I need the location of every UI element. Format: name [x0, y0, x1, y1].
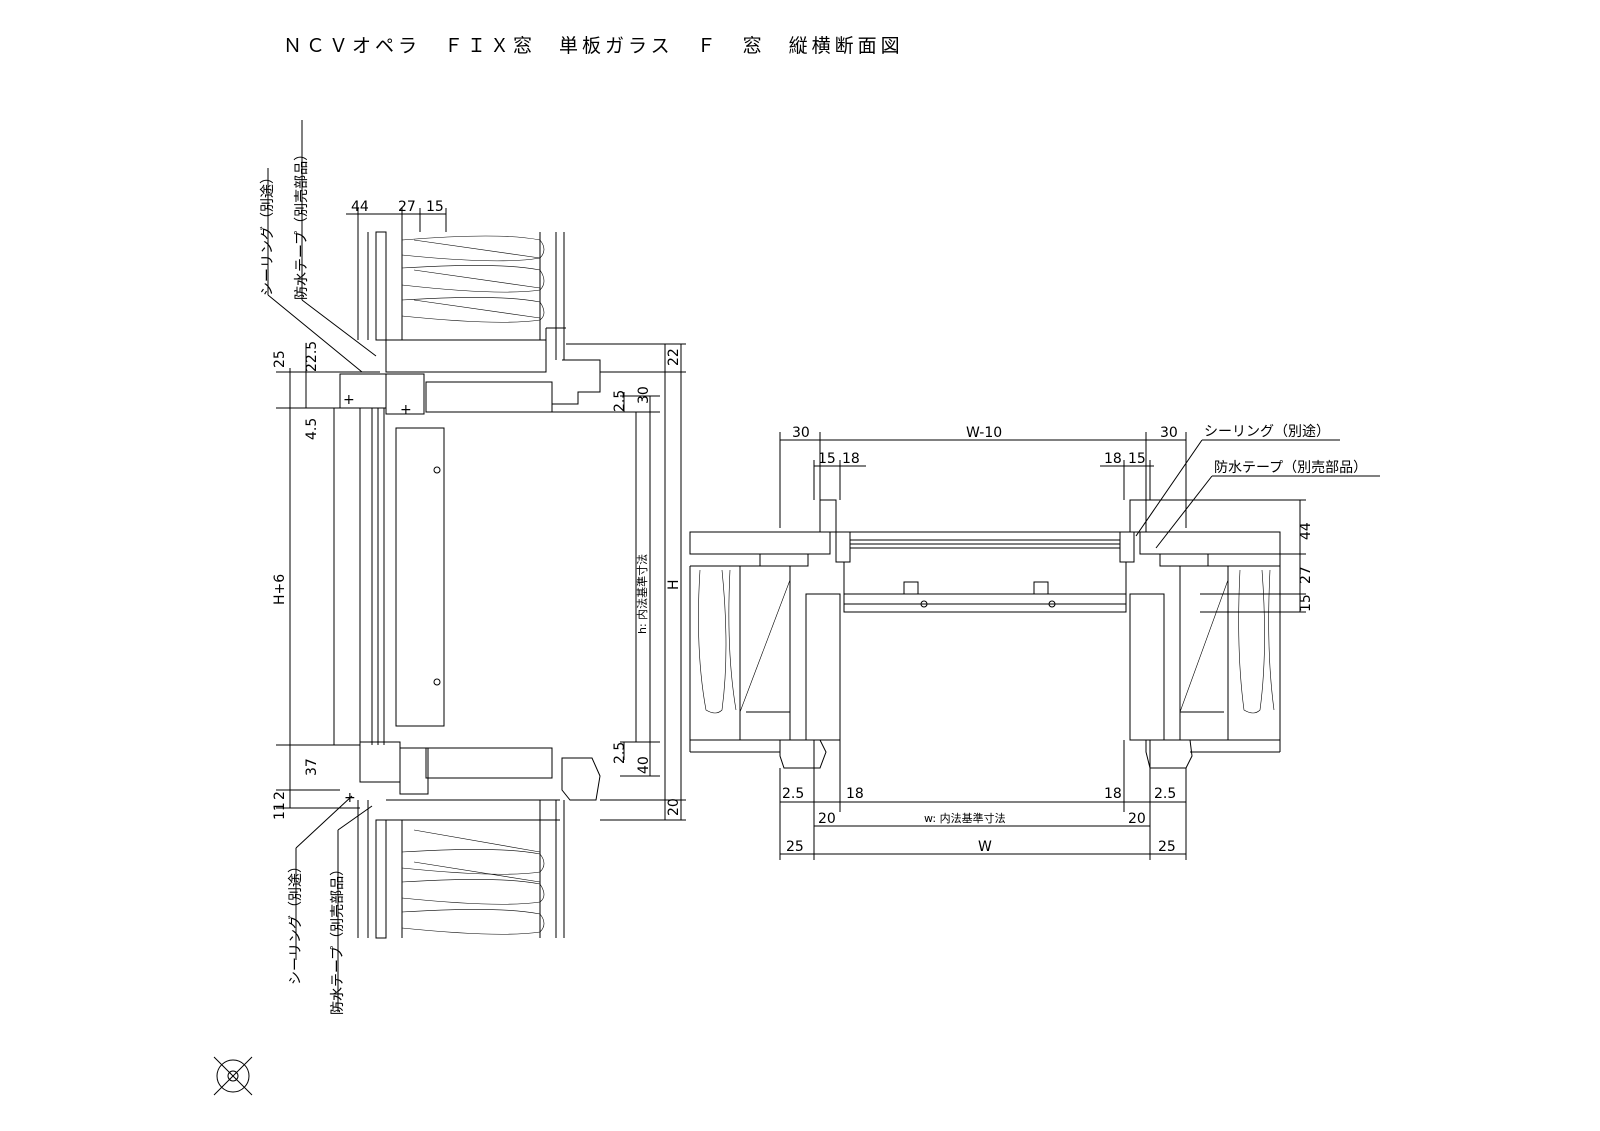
dim-h-bottom-18-left: 18 [846, 786, 864, 802]
dim-left-22-5: 22.5 [304, 341, 320, 372]
sealing-label-right: シーリング（別途） [1204, 423, 1330, 440]
dim-left-4-5: 4.5 [304, 418, 320, 440]
tape-label-bottom: 防水テープ（別売部品） [330, 862, 346, 1015]
tape-label-top: 防水テープ（別売部品） [294, 147, 310, 300]
dim-h-bottom-w: W [978, 839, 992, 855]
north-compass-icon [213, 1056, 253, 1096]
vertical-section-dimensions: 44 27 15 25 22.5 4.5 H+6 2 37 11 22 2.5 … [259, 147, 682, 1015]
dim-right-20: 20 [666, 798, 682, 816]
dim-h-top-30-left: 30 [792, 425, 810, 441]
dim-h-bottom-20-right: 20 [1128, 811, 1146, 827]
dim-h-right-27: 27 [1298, 566, 1314, 584]
tape-label-right: 防水テープ（別売部品） [1214, 460, 1367, 476]
sealing-label-bottom: シーリング（別途） [287, 859, 304, 985]
dim-h-bottom-25-right: 25 [1158, 839, 1176, 855]
dim-top-27: 27 [398, 199, 416, 215]
dim-h-top-w-minus-10: W-10 [966, 425, 1002, 441]
horizontal-section-dimensions: 30 W-10 30 15 18 18 15 44 27 15 2.5 18 1… [782, 423, 1367, 855]
dim-top-44: 44 [351, 199, 369, 215]
svg-text:+: + [343, 392, 355, 408]
dim-right-h: H [666, 579, 682, 590]
drawing-title: ＮＣＶオペラ ＦＩＸ窓 単板ガラス Ｆ 窓 縦横断面図 [283, 35, 904, 57]
sealing-label-top: シーリング（別途） [259, 170, 276, 296]
dim-right-30: 30 [636, 386, 652, 404]
dim-h-right-44: 44 [1298, 522, 1314, 540]
dim-right-40: 40 [636, 756, 652, 774]
dim-left-h-plus-6: H+6 [272, 574, 288, 605]
dim-h-right-15: 15 [1298, 594, 1314, 612]
dim-top-15: 15 [426, 199, 444, 215]
svg-text:+: + [400, 402, 412, 418]
dim-h-bottom-20-left: 20 [818, 811, 836, 827]
dim-h-bottom-25-left: 25 [786, 839, 804, 855]
dim-right-2-5-bottom: 2.5 [612, 742, 628, 764]
w-inner-label: w: 内法基準寸法 [924, 811, 1006, 825]
vertical-section: + + + [267, 120, 686, 1012]
dim-h-bottom-2-5-left: 2.5 [782, 786, 804, 802]
dim-left-37: 37 [304, 758, 320, 776]
dim-h-sub-18-right: 18 [1104, 451, 1122, 467]
dim-h-bottom-2-5-right: 2.5 [1154, 786, 1176, 802]
dim-left-2: 2 [272, 791, 288, 800]
dim-left-11: 11 [272, 802, 288, 820]
horizontal-section [689, 432, 1380, 860]
dim-h-sub-15-left: 15 [818, 451, 836, 467]
dim-right-2-5-top: 2.5 [612, 390, 628, 412]
dim-h-bottom-18-right: 18 [1104, 786, 1122, 802]
dim-h-sub-15-right: 15 [1128, 451, 1146, 467]
dim-left-25: 25 [272, 350, 288, 368]
dim-h-top-30-right: 30 [1160, 425, 1178, 441]
dim-h-sub-18-left: 18 [842, 451, 860, 467]
h-inner-label: h: 内法基準寸法 [635, 554, 649, 634]
dim-right-22: 22 [666, 348, 682, 366]
